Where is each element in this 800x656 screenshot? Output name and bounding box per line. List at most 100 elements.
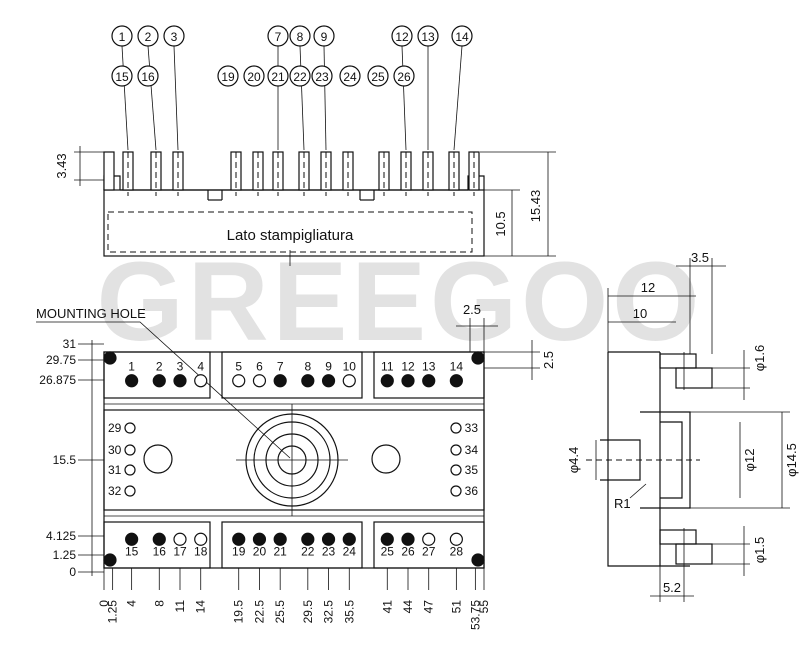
pin-label: 35 <box>465 463 479 477</box>
callout-number: 15 <box>115 70 129 84</box>
dim-2-5-side: 2.5 <box>541 351 556 369</box>
callout-circle <box>289 25 311 47</box>
callout-number: 19 <box>221 70 235 84</box>
terminal-pin <box>422 532 436 546</box>
pin-label: 9 <box>325 360 332 374</box>
terminal-pin <box>321 374 336 388</box>
pin-label: 28 <box>450 544 464 558</box>
terminal-pin <box>173 374 187 388</box>
pin-label: 27 <box>422 544 436 558</box>
terminal-pin <box>194 532 208 546</box>
callout-circle <box>313 25 335 47</box>
terminal-pin <box>124 485 136 497</box>
y-dim-label: 29.75 <box>46 353 76 367</box>
callout-number: 26 <box>397 70 411 84</box>
side-view: 3.5 12 10 φ1.6 φ12 φ14.5 φ4.4 R1 φ1.5 5.… <box>566 250 799 602</box>
callout-number: 24 <box>343 70 357 84</box>
callout-circle <box>451 25 473 47</box>
callout-circle <box>137 65 159 87</box>
pin-label: 36 <box>465 484 479 498</box>
callout-number: 3 <box>171 30 178 44</box>
pin-label: 17 <box>173 544 187 558</box>
callout-circle <box>367 65 389 87</box>
y-dim-label: 0 <box>69 565 76 579</box>
x-dim-label: 55 <box>477 600 491 614</box>
dim-phi-1-6: φ1.6 <box>752 345 767 372</box>
callout-circle <box>417 25 439 47</box>
terminal-pin <box>380 374 394 388</box>
y-dim-label: 26.875 <box>39 373 76 387</box>
pin-label: 4 <box>197 360 204 374</box>
x-dim-label: 19.5 <box>232 600 246 624</box>
pin-label: 7 <box>277 360 284 374</box>
callout-number: 13 <box>421 30 435 44</box>
pin-label: 14 <box>450 360 464 374</box>
callout-circle <box>339 65 361 87</box>
pin-label: 21 <box>274 544 288 558</box>
x-dim-label: 47 <box>422 600 436 614</box>
terminal-pin <box>342 374 356 388</box>
pin-label: 30 <box>108 443 122 457</box>
pin-label: 20 <box>253 544 267 558</box>
terminal-pin <box>232 532 246 546</box>
terminal-pin <box>342 532 356 546</box>
pin-label: 31 <box>108 463 122 477</box>
dim-total-height: 15.43 <box>528 190 543 223</box>
callout-number: 7 <box>275 30 282 44</box>
callout-circle <box>311 65 333 87</box>
callout-number: 21 <box>271 70 285 84</box>
pin-label: 23 <box>322 544 336 558</box>
terminal-pin <box>124 464 136 476</box>
x-dim-label: 22.5 <box>252 600 266 624</box>
terminal-pin <box>449 374 463 388</box>
terminal-pin <box>152 532 166 546</box>
x-dim-label: 1.25 <box>106 600 120 624</box>
x-dim-label: 25.5 <box>273 600 287 624</box>
callout-circle <box>393 65 415 87</box>
terminal-pin <box>125 532 139 546</box>
dim-phi-4-4: φ4.4 <box>566 447 581 474</box>
callout-number: 16 <box>141 70 155 84</box>
terminal-pin <box>125 374 139 388</box>
x-dim-label: 35.5 <box>342 600 356 624</box>
y-dim-label: 1.25 <box>53 548 77 562</box>
dim-r1: R1 <box>614 496 631 511</box>
callout-leaders <box>121 45 463 151</box>
terminal-pin <box>450 485 462 497</box>
x-dim-label: 4 <box>125 600 139 607</box>
pin-label: 12 <box>401 360 415 374</box>
pin-label: 22 <box>301 544 315 558</box>
pin-label: 34 <box>465 443 479 457</box>
callout-circle <box>163 25 185 47</box>
x-dim-label: 11 <box>173 600 187 613</box>
callout-number: 9 <box>321 30 328 44</box>
callout-circle <box>111 25 133 47</box>
pin-label: 3 <box>177 360 184 374</box>
x-dim-label: 53.75 <box>468 600 482 630</box>
top-view-pins <box>103 151 480 196</box>
callout-circle <box>267 65 289 87</box>
callout-circle <box>217 65 239 87</box>
pin-label: 6 <box>256 360 263 374</box>
dim-2-5-top: 2.5 <box>463 302 481 317</box>
callout-circle <box>267 25 289 47</box>
x-dim-label: 0 <box>97 600 111 607</box>
pin-label: 19 <box>232 544 246 558</box>
callout-circle <box>243 65 265 87</box>
dim-10: 10 <box>633 306 647 321</box>
dim-phi-1-5: φ1.5 <box>752 537 767 564</box>
pin-label: 26 <box>401 544 415 558</box>
watermark-text: GREEGOO <box>97 239 704 364</box>
pin-label: 8 <box>304 360 311 374</box>
terminal-pin <box>124 422 136 434</box>
pin-label: 29 <box>108 421 122 435</box>
terminal-pin <box>301 374 315 388</box>
terminal-pin <box>321 532 336 546</box>
terminal-pin <box>232 374 246 388</box>
